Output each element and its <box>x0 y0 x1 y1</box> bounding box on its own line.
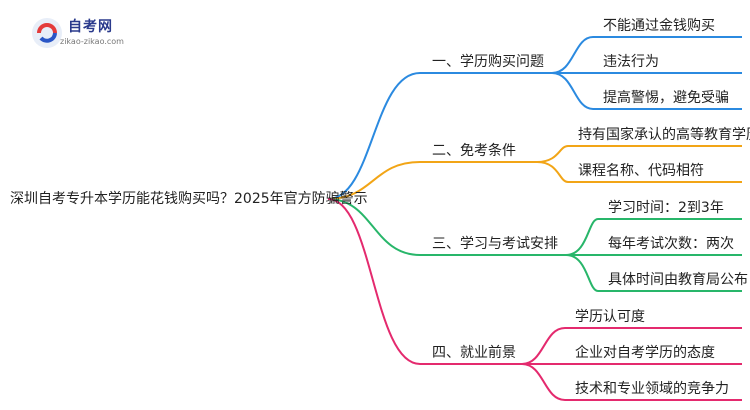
leaf-connector-3-3 <box>565 254 742 292</box>
leaf-connector-3-1 <box>565 218 742 256</box>
root-topic: 深圳自考专升本学历能花钱购买吗？2025年官方防骗警示 <box>10 191 368 207</box>
branch-connector-3 <box>327 198 566 256</box>
leaf-connector-4-1 <box>521 327 742 365</box>
leaf-label-4-2: 企业对自考学历的态度 <box>575 345 715 361</box>
leaf-connector-2-1 <box>536 145 742 163</box>
logo-name: 自考网 <box>68 19 113 35</box>
branch-connector-2 <box>327 161 537 200</box>
leaf-connector-4-3 <box>521 363 742 401</box>
site-logo[interactable]: 自考网 zikao-zikao.com <box>30 14 150 54</box>
leaf-connector-2-2 <box>536 161 742 183</box>
leaf-label-3-2: 每年考试次数：两次 <box>608 236 734 252</box>
branch-label-1: 一、学历购买问题 <box>432 54 544 70</box>
logo-icon <box>32 18 62 48</box>
leaf-label-1-1: 不能通过金钱购买 <box>603 18 715 34</box>
leaf-label-1-2: 违法行为 <box>603 54 659 70</box>
branch-connector-1 <box>327 72 552 200</box>
branch-label-2: 二、免考条件 <box>432 143 516 159</box>
leaf-label-2-2: 课程名称、代码相符 <box>578 163 704 179</box>
branch-connector-4 <box>327 198 522 365</box>
branch-label-4: 四、就业前景 <box>432 345 516 361</box>
leaf-label-4-3: 技术和专业领域的竞争力 <box>575 381 729 397</box>
branch-label-3: 三、学习与考试安排 <box>432 236 558 252</box>
leaf-label-2-1: 持有国家承认的高等教育学历 <box>578 127 750 143</box>
leaf-label-1-3: 提高警惕，避免受骗 <box>603 90 729 106</box>
leaf-label-4-1: 学历认可度 <box>575 309 645 325</box>
leaf-label-3-1: 学习时间：2到3年 <box>608 200 724 216</box>
leaf-connector-1-1 <box>551 36 742 74</box>
leaf-connector-1-3 <box>551 72 742 110</box>
leaf-label-3-3: 具体时间由教育局公布 <box>608 272 748 288</box>
logo-url: zikao-zikao.com <box>60 37 124 46</box>
